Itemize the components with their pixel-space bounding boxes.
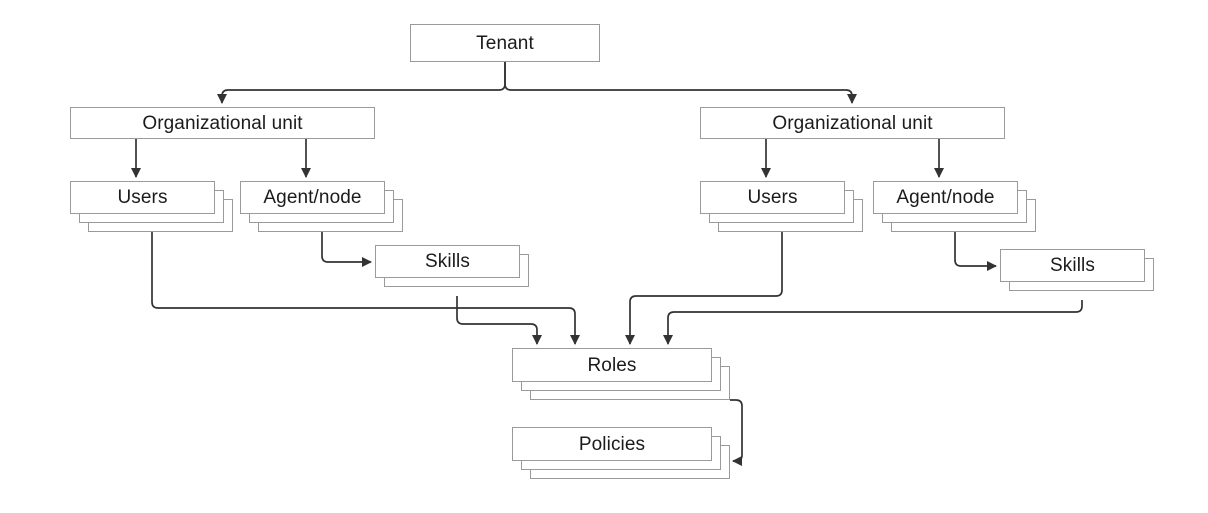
node-skills-left-label: Skills	[425, 251, 470, 272]
node-skills-left-card	[375, 245, 520, 278]
edge-skills-left-to-roles	[456, 296, 543, 346]
node-agent-node-right[interactable]: Agent/node	[873, 181, 1036, 232]
node-roles[interactable]: Roles	[512, 348, 730, 400]
node-users-left-card	[70, 181, 215, 214]
edge-skills-right-to-roles	[662, 300, 1083, 346]
node-organizational-unit-left-label: Organizational unit	[142, 112, 303, 134]
node-skills-right[interactable]: Skills	[1000, 249, 1154, 291]
node-organizational-unit-right-label: Organizational unit	[772, 112, 933, 134]
node-organizational-unit-right-card	[700, 107, 1005, 139]
node-roles-card	[512, 348, 712, 382]
node-tenant-card	[410, 24, 600, 62]
node-users-right[interactable]: Users	[700, 181, 863, 232]
node-organizational-unit-left-card	[70, 107, 375, 139]
node-organizational-unit-right[interactable]: Organizational unit	[700, 107, 1005, 139]
node-users-right-card	[700, 181, 845, 214]
node-skills-right-card	[1000, 249, 1145, 282]
node-users-left-label: Users	[117, 187, 168, 208]
node-users-left[interactable]: Users	[70, 181, 233, 232]
edge-agent-left-to-skills	[321, 232, 373, 268]
edge-users-right-to-roles	[624, 232, 783, 346]
node-tenant-label: Tenant	[476, 32, 534, 54]
edge-roles-to-policies	[730, 399, 743, 467]
edge-agent-right-to-skills	[954, 232, 998, 272]
edge-users-left-to-roles	[151, 232, 581, 346]
node-roles-label: Roles	[587, 354, 637, 376]
edge-tenant-to-ou-right	[504, 62, 858, 105]
node-skills-left[interactable]: Skills	[375, 245, 529, 287]
node-skills-right-label: Skills	[1050, 255, 1095, 276]
node-agent-node-left-card	[240, 181, 385, 214]
node-agent-node-left[interactable]: Agent/node	[240, 181, 403, 232]
node-users-right-label: Users	[747, 187, 798, 208]
node-agent-node-left-label: Agent/node	[263, 187, 362, 208]
node-policies[interactable]: Policies	[512, 427, 730, 479]
node-policies-card	[512, 427, 712, 461]
node-tenant[interactable]: Tenant	[410, 24, 600, 62]
node-policies-label: Policies	[578, 433, 646, 455]
node-agent-node-right-label: Agent/node	[896, 187, 995, 208]
node-agent-node-right-card	[873, 181, 1018, 214]
node-organizational-unit-left[interactable]: Organizational unit	[70, 107, 375, 139]
edge-tenant-to-ou-left	[216, 62, 506, 105]
